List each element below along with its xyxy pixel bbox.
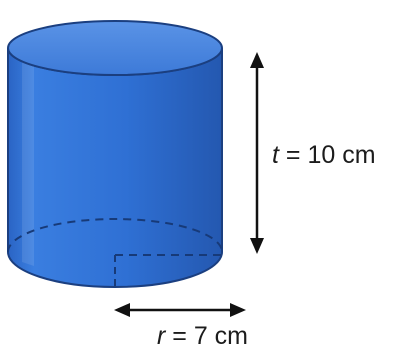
base-hidden-edge (7, 218, 223, 253)
cylinder-highlight (22, 60, 34, 266)
height-label: t = 10 cm (272, 141, 376, 169)
height-value: = 10 cm (279, 141, 376, 169)
cylinder-body (7, 47, 223, 288)
radius-arrow (114, 303, 246, 317)
radius-variable: r (157, 322, 167, 350)
height-arrow (250, 52, 264, 254)
radius-label: r = 7 cm (157, 322, 248, 350)
cylinder-top-face (7, 20, 223, 76)
radius-value: = 7 cm (165, 322, 248, 350)
height-variable: t (272, 141, 280, 169)
